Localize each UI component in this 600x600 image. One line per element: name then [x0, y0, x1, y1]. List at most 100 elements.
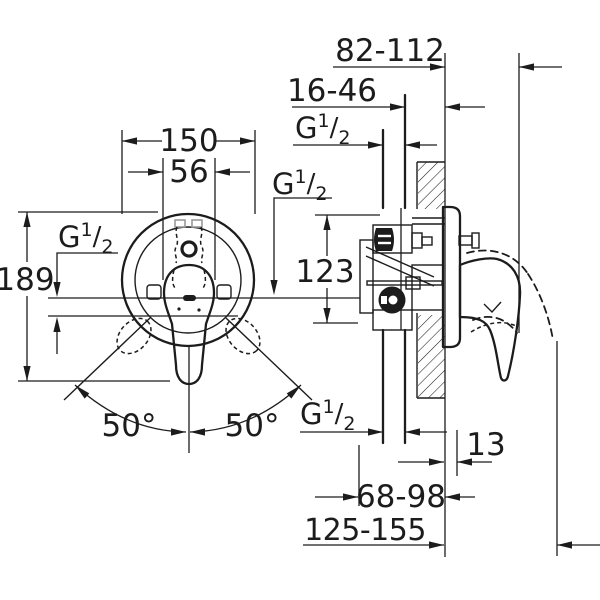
limiter-rod [366, 280, 443, 286]
leader-line [56, 252, 118, 290]
thread-label-side-bottom: G1/2 [300, 396, 355, 435]
dim-body-recess: 68-98 [356, 479, 446, 515]
escutcheon-profile [441, 205, 462, 349]
handle-hidden-edge-right [202, 269, 207, 289]
thread-slash: / [93, 222, 102, 252]
thread-denominator: 2 [315, 183, 327, 205]
stop-valve-bore [388, 295, 398, 305]
thread-numerator: 1 [322, 396, 334, 418]
swing-angle-left: 50° [102, 408, 157, 444]
dim-arrow [122, 137, 137, 145]
swing-line-left [63, 317, 151, 401]
thread-label-front-right: G1/2 [272, 166, 327, 205]
side-dimensions: 82-112 16-46 G1/2 123 G1/2 13 [287, 33, 600, 556]
handle-alt-left [116, 317, 152, 355]
handle-hidden-edge-left [171, 269, 176, 289]
rod-nut [405, 276, 421, 290]
dim-arrow [519, 63, 534, 71]
handle-alt-right [225, 317, 261, 355]
handle-alt-up-inner [472, 316, 518, 334]
dim-arrow [445, 493, 460, 501]
dim-pipe-to-wall: 16-46 [287, 73, 377, 109]
dim-handle-base-width: 56 [169, 154, 208, 190]
thread-numerator: 1 [80, 219, 92, 241]
wall-hatch-bottom [418, 315, 445, 398]
cartridge-dash-left [174, 226, 179, 264]
arc-arrow [190, 428, 205, 436]
dim-overall-height: 189 [0, 262, 55, 298]
thread-prefix: G [300, 397, 322, 431]
mount-tab-right [216, 284, 232, 300]
thread-slash: / [330, 113, 339, 143]
handle-alt-up-outer [466, 249, 529, 275]
dim-arrow [405, 141, 420, 149]
dim-arrow [368, 141, 383, 149]
dim-arrow [23, 212, 31, 227]
handle-screw-cap [471, 232, 480, 249]
handle-swing-arc [470, 321, 517, 333]
dim-arrow [148, 168, 163, 176]
dim-escutcheon-width: 150 [159, 123, 218, 159]
front-view [48, 212, 360, 453]
arc-arrow [286, 385, 301, 399]
thread-prefix: G [272, 167, 294, 201]
escutcheon-outer-circle [120, 212, 256, 348]
dim-arrow [53, 282, 61, 297]
thread-denominator: 2 [338, 127, 350, 149]
stop-valve-slot [381, 296, 387, 304]
outlet-pin [421, 236, 433, 246]
dim-arrow [557, 541, 572, 549]
thread-numerator: 1 [317, 110, 329, 132]
dim-arrow [368, 428, 383, 436]
dim-arrow [343, 493, 358, 501]
dim-port-spacing: 123 [295, 254, 354, 290]
cartridge-dash-right [199, 226, 204, 264]
handle-detail-notch [483, 301, 502, 314]
body-slope-line [365, 246, 435, 278]
thread-prefix: G [295, 111, 317, 145]
dim-arrow [53, 317, 61, 332]
handle-front [162, 263, 216, 386]
dim-handle-projection: 82-112 [335, 33, 445, 69]
dim-arrow [429, 541, 444, 549]
escutcheon-inner-circle [134, 226, 242, 334]
wall-hatch-top [418, 162, 445, 209]
dim-arrow [457, 458, 472, 466]
mount-tab-left [146, 284, 162, 300]
dim-arrow [390, 103, 405, 111]
leader-line [273, 197, 332, 280]
cartridge-screw [180, 240, 198, 258]
mounting-bracket [359, 239, 374, 314]
arc-arrow [171, 428, 186, 436]
handle-side [458, 257, 522, 382]
dim-arrow [323, 215, 331, 230]
dim-arrow [270, 280, 278, 295]
dim-arrow [323, 308, 331, 323]
thread-numerator: 1 [294, 166, 306, 188]
side-view [359, 53, 554, 557]
outlet-stub [411, 232, 423, 249]
handle-dot-left [177, 307, 181, 311]
cartridge-hidden-outline [174, 219, 204, 264]
thread-denominator: 2 [101, 236, 113, 258]
thread-denominator: 2 [343, 413, 355, 435]
cartridge-tab-right [191, 219, 203, 228]
cartridge-tab-left [174, 219, 186, 228]
thread-slash: / [307, 169, 316, 199]
dim-arrow [445, 103, 460, 111]
dim-arrow [23, 366, 31, 381]
dim-total-projection: 125-155 [304, 513, 426, 548]
front-dimensions: 150 56 189 G1/2 G1/2 50° 50° [0, 123, 332, 444]
dim-arrow [240, 137, 255, 145]
thread-label-front-left: G1/2 [58, 219, 113, 258]
arc-arrow [75, 385, 90, 399]
body-lower-block [372, 309, 413, 331]
valve-body [359, 217, 445, 331]
swing-line-right [225, 317, 313, 401]
thread-label-side-top: G1/2 [295, 110, 350, 149]
thread-prefix: G [58, 220, 80, 254]
dim-arrow [405, 428, 420, 436]
body-block [411, 264, 444, 311]
